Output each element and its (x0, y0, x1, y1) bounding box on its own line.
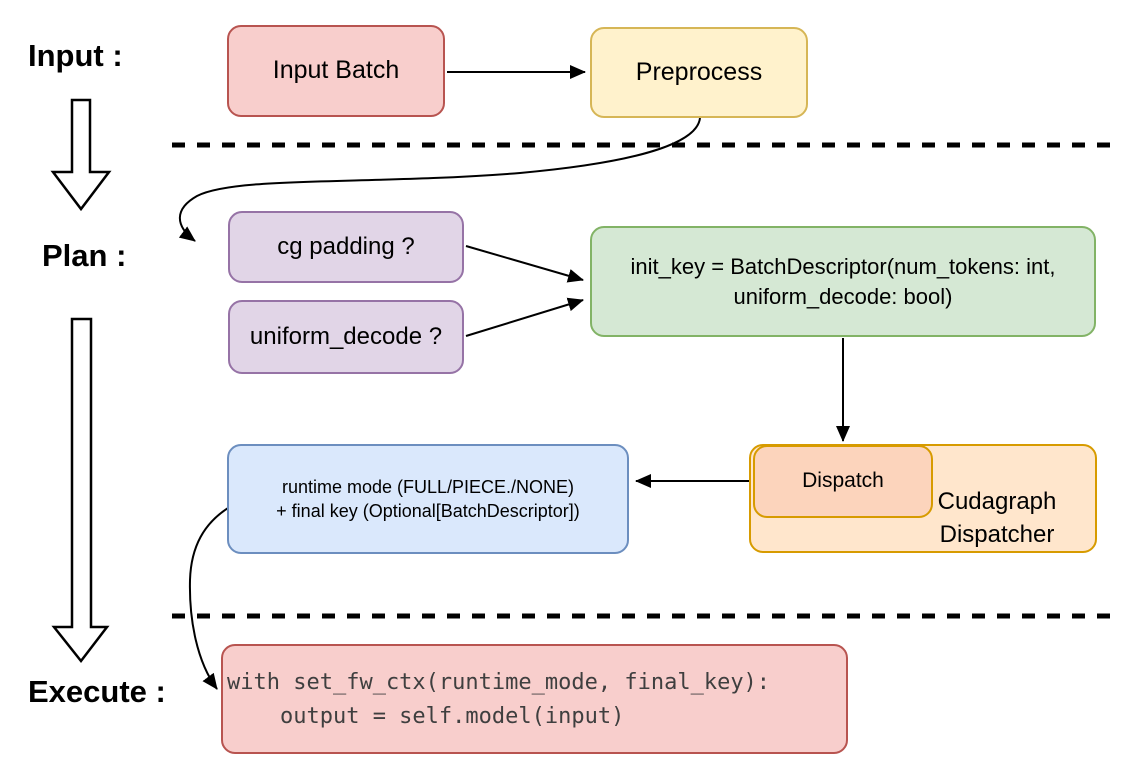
node-input-batch-label: Input Batch (272, 56, 400, 85)
edge-preprocess-cgpadding (178, 117, 701, 242)
edge-runtime-executecode (188, 504, 234, 690)
node-init-key-line1: init_key = BatchDescriptor(num_tokens: i… (630, 253, 1056, 279)
node-execute-code: with set_fw_ctx(runtime_mode, final_key)… (221, 644, 848, 754)
stage-label-plan: Plan : (42, 238, 127, 273)
node-cg-padding-label: cg padding ? (277, 232, 415, 260)
node-uniform-decode-label: uniform_decode ? (249, 322, 443, 350)
edge-cgpadding-initkey (465, 245, 584, 283)
edge-uniformdecode-initkey (465, 297, 584, 337)
node-dispatch: Dispatch (753, 445, 933, 518)
node-dispatch-label: Dispatch (802, 469, 884, 493)
node-cg-padding: cg padding ? (228, 211, 464, 283)
node-init-key-line2: uniform_decode: bool) (733, 283, 953, 309)
plan-to-execute-arrow-icon (51, 317, 110, 664)
node-uniform-decode: uniform_decode ? (228, 300, 464, 374)
stage-label-input: Input : (28, 38, 123, 73)
node-preprocess-label: Preprocess (635, 57, 763, 86)
node-cudagraph-dispatcher-line2: Dispatcher (939, 520, 1055, 548)
node-cudagraph-dispatcher-line1: Cudagraph (937, 488, 1057, 516)
node-runtime-line1: runtime mode (FULL/PIECE./NONE) (281, 476, 575, 497)
execute-code-line2: output = self.model(input) (227, 704, 625, 729)
node-preprocess: Preprocess (590, 27, 808, 118)
node-runtime-result: runtime mode (FULL/PIECE./NONE) + final … (227, 444, 629, 554)
stage-label-execute: Execute : (28, 674, 166, 709)
execute-code-line1: with set_fw_ctx(runtime_mode, final_key)… (227, 670, 771, 695)
node-runtime-line2: + final key (Optional[BatchDescriptor]) (276, 501, 580, 521)
node-init-key: init_key = BatchDescriptor(num_tokens: i… (590, 226, 1096, 337)
node-input-batch: Input Batch (227, 25, 445, 117)
input-to-plan-arrow-icon (50, 98, 112, 212)
